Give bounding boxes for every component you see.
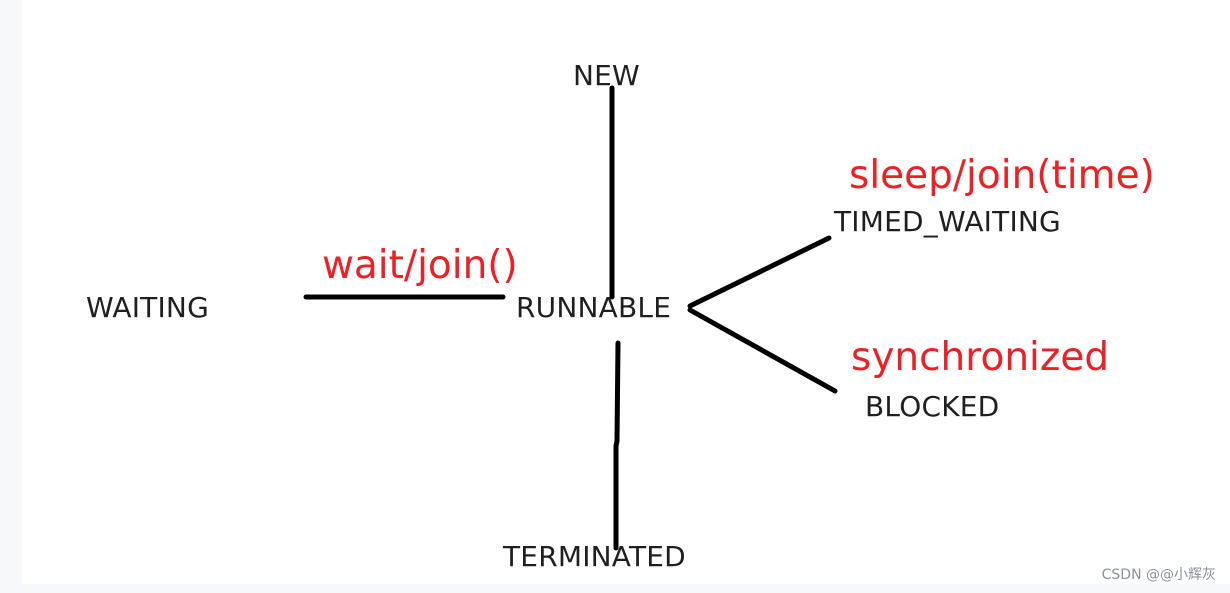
method-wait-join: wait/join() <box>322 243 518 288</box>
connector-timed-waiting <box>687 235 832 309</box>
bottom-margin-strip <box>0 584 1230 593</box>
csdn-watermark: CSDN @@小辉灰 <box>1101 567 1216 583</box>
state-timed-waiting: TIMED_WAITING <box>834 205 1061 238</box>
state-waiting: WAITING <box>86 291 209 324</box>
method-sleep-join-time: sleep/join(time) <box>849 153 1155 198</box>
state-runnable: RUNNABLE <box>516 291 672 324</box>
method-synchronized: synchronized <box>851 335 1110 380</box>
state-terminated: TERMINATED <box>503 540 686 573</box>
connector-terminated <box>613 340 621 551</box>
state-blocked: BLOCKED <box>865 390 1000 423</box>
left-margin-strip <box>0 0 22 593</box>
state-new: NEW <box>573 59 640 92</box>
connector-blocked <box>687 307 838 394</box>
